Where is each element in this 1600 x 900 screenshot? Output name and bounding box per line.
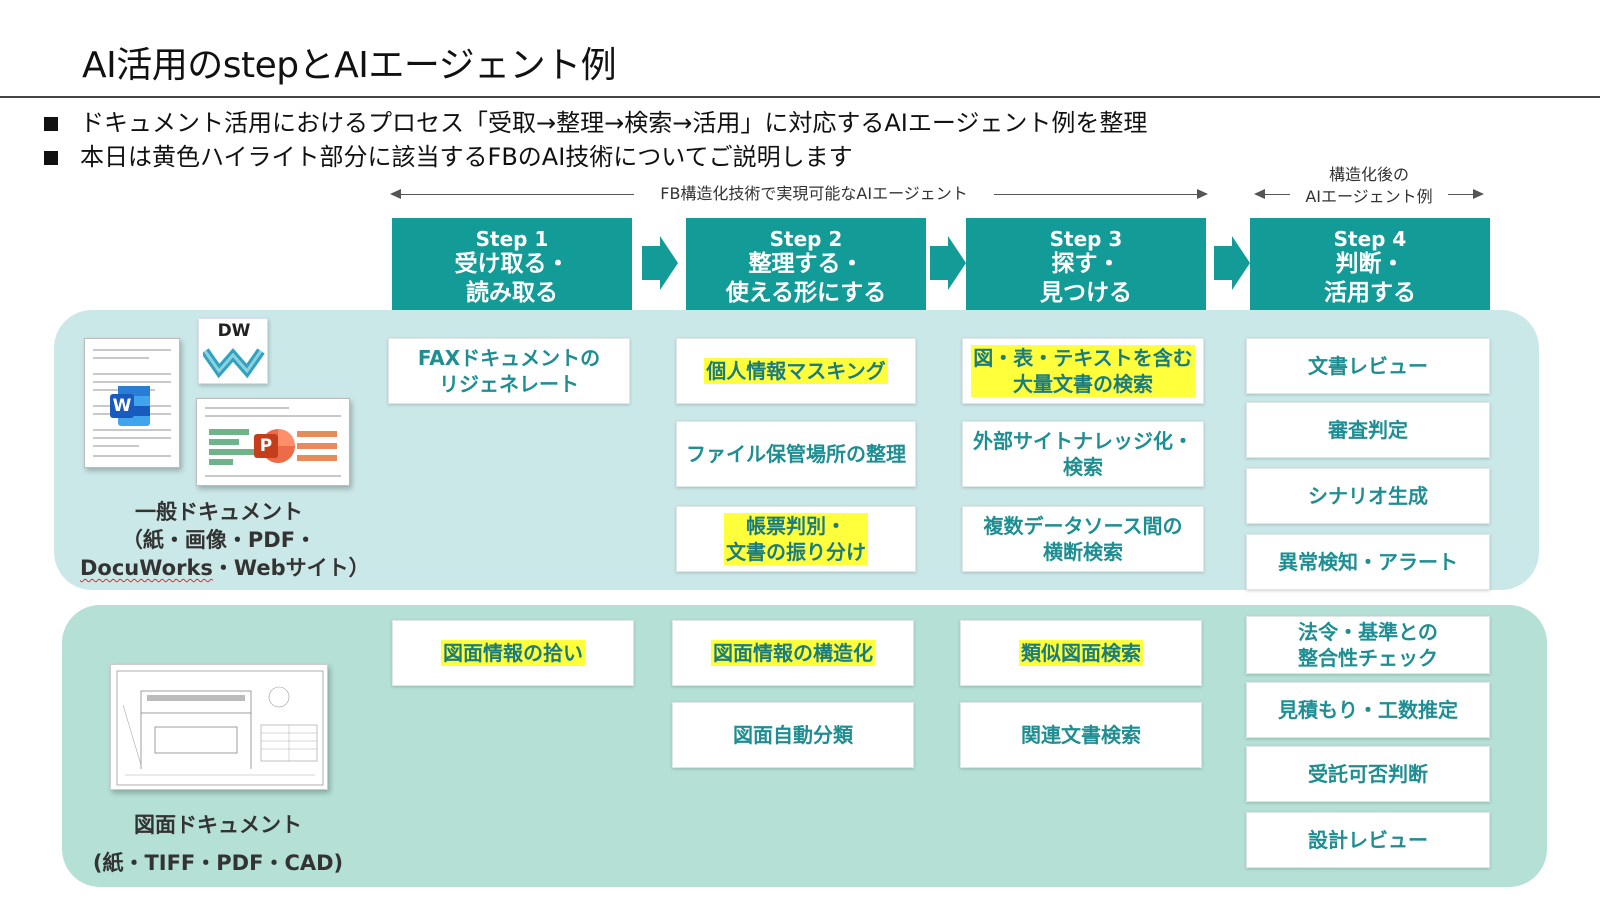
arrow-left-icon: [1254, 189, 1265, 199]
word-letter: W: [112, 396, 132, 416]
arrow-right-icon: [1473, 189, 1484, 199]
agent-card-label: FAXドキュメントの リジェネレート: [417, 346, 601, 396]
step-label: 整理する・ 使える形にする: [725, 251, 887, 306]
agent-card-label: 審査判定: [1328, 418, 1408, 442]
bullet-text: ドキュメント活用におけるプロセス「受取→整理→検索→活用」に対応するAIエージェ…: [80, 109, 1148, 137]
bullet-square-icon: [44, 117, 58, 131]
agent-card-label: 帳票判別・ 文書の振り分け: [724, 513, 868, 565]
step-number: Step 2: [769, 227, 843, 251]
title-divider: [0, 96, 1600, 98]
agent-card-label: 法令・基準との 整合性チェック: [1298, 620, 1438, 670]
docuworks-text: DocuWorks: [80, 556, 213, 580]
agent-card-highlighted: 図面情報の拾い: [392, 620, 634, 686]
agent-card: 法令・基準との 整合性チェック: [1246, 616, 1490, 674]
step-1-header: Step 1 受け取る・ 読み取る: [392, 218, 632, 310]
cad-drawing-thumbnail: [110, 664, 328, 790]
agent-card-label: 見積もり・工数推定: [1278, 698, 1458, 722]
arrow-right-icon: [1197, 189, 1208, 199]
powerpoint-icon: P: [252, 424, 296, 468]
step-number: Step 3: [1049, 227, 1123, 251]
general-doc-formats-tail: ・Webサイト）: [212, 556, 370, 580]
agent-card-highlighted: 図・表・テキストを含む 大量文書の検索: [962, 338, 1204, 404]
powerpoint-letter: P: [259, 436, 273, 456]
step-number: Step 4: [1333, 227, 1407, 251]
agent-card-label: 関連文書検索: [1021, 723, 1141, 747]
agent-card-highlighted: 個人情報マスキング: [676, 338, 916, 404]
drawing-doc-title: 図面ドキュメント: [134, 813, 302, 837]
agent-card-label: ファイル保管場所の整理: [686, 442, 906, 466]
agent-card-label: 図・表・テキストを含む 大量文書の検索: [971, 345, 1195, 397]
general-doc-title: 一般ドキュメント: [135, 500, 303, 524]
docuworks-logo-text: DW: [217, 321, 251, 341]
agent-card-label: 外部サイトナレッジ化・ 検索: [973, 429, 1193, 479]
agent-card-label: 図面情報の拾い: [441, 640, 585, 666]
agent-card: 図面自動分類: [672, 702, 914, 768]
agent-card: 審査判定: [1246, 402, 1490, 458]
agent-card-label: 複数データソース間の 横断検索: [983, 514, 1183, 564]
agent-card-label: 個人情報マスキング: [704, 358, 888, 384]
bullet-item: ドキュメント活用におけるプロセス「受取→整理→検索→活用」に対応するAIエージェ…: [40, 106, 1147, 140]
bullet-item: 本日は黄色ハイライト部分に該当するFBのAI技術についてご説明します: [40, 140, 1147, 174]
agent-card-highlighted: 図面情報の構造化: [672, 620, 914, 686]
post-span-label: 構造化後の AIエージェント例: [1290, 164, 1448, 208]
step-number: Step 1: [475, 227, 549, 251]
agent-card: 外部サイトナレッジ化・ 検索: [962, 421, 1204, 487]
bullet-list: ドキュメント活用におけるプロセス「受取→整理→検索→活用」に対応するAIエージェ…: [40, 106, 1147, 174]
drawing-doc-formats: (紙・TIFF・PDF・CAD): [92, 851, 344, 875]
agent-card-highlighted: 帳票判別・ 文書の振り分け: [676, 506, 916, 572]
agent-card: 関連文書検索: [960, 702, 1202, 768]
page-title: AI活用のstepとAIエージェント例: [82, 45, 617, 86]
bullet-square-icon: [44, 151, 58, 165]
step-3-header: Step 3 探す・ 見つける: [966, 218, 1206, 310]
docuworks-logo: DW: [198, 318, 268, 384]
agent-card: ファイル保管場所の整理: [676, 421, 916, 487]
agent-card-label: 設計レビュー: [1308, 828, 1428, 852]
step-4-header: Step 4 判断・ 活用する: [1250, 218, 1490, 310]
agent-card-label: 異常検知・アラート: [1278, 550, 1458, 574]
step-2-header: Step 2 整理する・ 使える形にする: [686, 218, 926, 310]
fb-span-label: FB構造化技術で実現可能なAIエージェント: [634, 184, 994, 204]
agent-card-label: 類似図面検索: [1019, 640, 1143, 666]
general-doc-formats-1: （紙・画像・PDF・: [121, 528, 317, 552]
agent-card: 文書レビュー: [1246, 338, 1490, 394]
agent-card: 見積もり・工数推定: [1246, 682, 1490, 738]
bullet-text: 本日は黄色ハイライト部分に該当するFBのAI技術についてご説明します: [80, 143, 853, 171]
step-label: 探す・ 見つける: [1040, 251, 1132, 306]
word-icon: W: [108, 384, 152, 428]
agent-card-highlighted: 類似図面検索: [960, 620, 1202, 686]
drawing-doc-label: 図面ドキュメント (紙・TIFF・PDF・CAD): [90, 806, 346, 882]
agent-card: シナリオ生成: [1246, 468, 1490, 524]
general-doc-label: 一般ドキュメント （紙・画像・PDF・ DocuWorks・Webサイト）: [80, 498, 370, 582]
agent-card: 受託可否判断: [1246, 746, 1490, 802]
agent-card: FAXドキュメントの リジェネレート: [388, 338, 630, 404]
agent-card: 設計レビュー: [1246, 812, 1490, 868]
arrow-left-icon: [390, 189, 401, 199]
step-label: 受け取る・ 読み取る: [454, 251, 570, 306]
general-doc-formats-2: DocuWorks・Webサイト）: [80, 554, 370, 582]
agent-card-label: 受託可否判断: [1308, 762, 1428, 786]
agent-card-label: 文書レビュー: [1308, 354, 1428, 378]
agent-card: 複数データソース間の 横断検索: [962, 506, 1204, 572]
agent-card-label: 図面情報の構造化: [711, 640, 875, 666]
agent-card-label: シナリオ生成: [1308, 484, 1428, 508]
agent-card: 異常検知・アラート: [1246, 534, 1490, 590]
step-label: 判断・ 活用する: [1324, 251, 1416, 306]
agent-card-label: 図面自動分類: [733, 723, 853, 747]
